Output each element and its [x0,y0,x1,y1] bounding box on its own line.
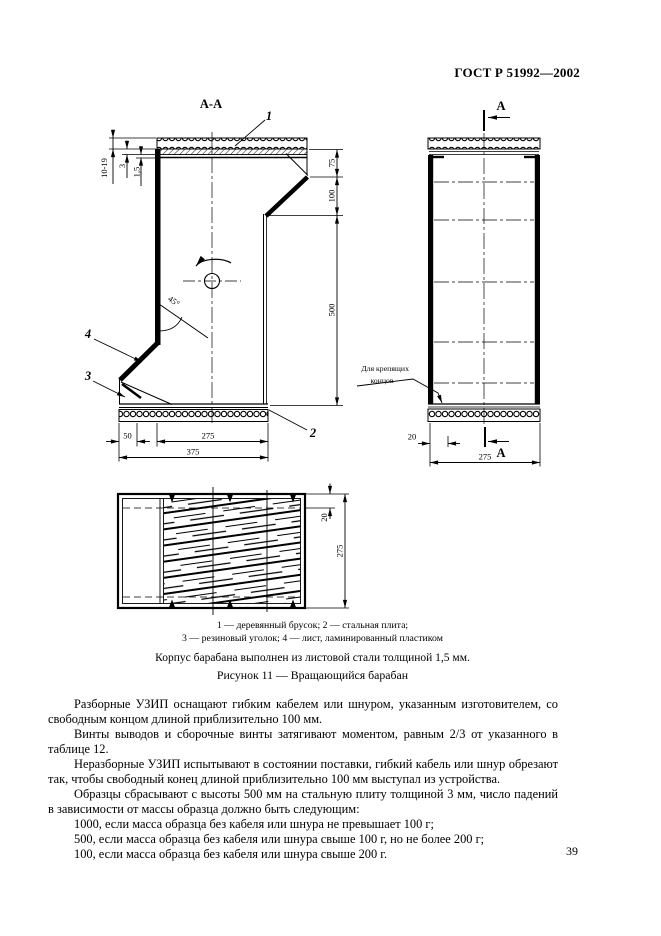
side-view: А Для крепящих концов [356,99,541,467]
paragraph-6: 500, если масса образца без кабеля или ш… [74,832,485,846]
top-wood-block [156,137,308,150]
laminated-sheet [118,341,160,382]
top-rubber-layer [156,148,308,155]
dim-angle-45: 45° [166,293,181,308]
dim-75: 75 [327,159,337,168]
callout-2: 2 [309,426,316,440]
section-view-a-a: А-А [84,97,343,462]
section-label: А-А [200,97,222,111]
left-wall [155,149,161,345]
dim-20-plan: 20 [319,513,329,522]
right-wall-side [534,155,540,404]
laminated-sheet-plan [164,499,301,603]
paragraph-1: Разборные УЗИП оснащают гибким кабелем и… [48,697,558,726]
body-text: Разборные УЗИП оснащают гибким кабелем и… [48,697,558,862]
cut-label-top: А [496,99,505,113]
paragraph-3: Неразборные УЗИП испытывают в состоянии … [48,757,558,786]
dim-3: 3 [117,164,127,168]
callout-1: 1 [266,109,272,123]
dim-275-side: 275 [479,452,492,462]
paragraph-2: Винты выводов и сборочные винты затягива… [48,727,558,756]
fastening-note-leader [356,378,443,404]
bottom-wood-block [118,409,269,422]
dim-50: 50 [123,431,132,441]
callout-4: 4 [84,327,91,341]
legend-line-1: 1 — деревянный брусок; 2 — стальная плит… [216,620,409,631]
width-dimensions: 50 275 375 [106,423,269,462]
dim-275-plan: 275 [335,545,345,558]
rotation-arrow [195,255,232,267]
figure-note: Корпус барабана выполнен из листовой ста… [155,652,470,664]
side-view-dimensions: 20 275 [408,423,541,467]
chamfer-sheet [264,175,310,218]
standard-number: ГОСТ Р 51992—2002 [454,65,580,80]
paragraph-7: 100, если масса образца без кабеля или ш… [74,847,388,861]
dim-500: 500 [327,304,337,317]
dim-20-side: 20 [408,432,417,442]
fastening-note-line1: Для крепящих [361,364,409,373]
dim-10-19: 10-19 [99,158,109,178]
plan-view-dimensions: 20 275 [305,483,349,609]
callout-3: 3 [84,369,91,383]
figure-title: Рисунок 11 — Вращающийся барабан [216,668,409,682]
dim-100: 100 [327,190,337,203]
height-dimensions: 75 100 500 [268,149,343,406]
dim-275: 275 [202,431,215,441]
paragraph-5: 1000, если масса образца без кабеля или … [74,817,434,831]
legend-line-2: 3 — резиновый уголок; 4 — лист, ламиниро… [182,633,443,644]
dim-1-5: 1,5 [132,167,142,178]
plan-outline [116,492,307,610]
thickness-dimensions: 10-19 3 1,5 [99,129,156,186]
callouts: 1 2 3 4 [84,109,316,440]
page-number: 39 [566,844,578,858]
plan-view: 20 275 [116,483,349,615]
bottom-wood-block-side [427,408,541,422]
paragraph-4: Образцы сбрасывают с высоты 500 мм на ст… [48,787,558,816]
cut-label-bottom: А [496,446,505,460]
dim-375: 375 [187,447,200,457]
figure-legend: 1 — деревянный брусок; 2 — стальная плит… [40,619,585,645]
fastening-note-line2: концов [370,376,394,385]
rubber-angle [121,382,142,400]
left-wall-side [428,155,434,404]
